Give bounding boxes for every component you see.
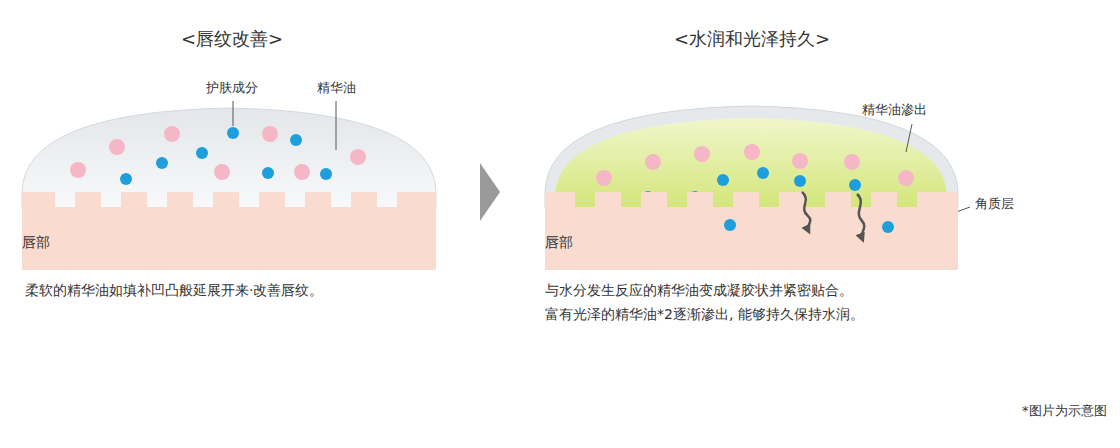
lip-shape (22, 192, 436, 270)
lip-fill (545, 192, 958, 270)
note-text: *图片为示意图 (1022, 403, 1107, 420)
caption-text: 与水分发生反应的精华油变成凝胶状并紧密贴合。 (545, 281, 853, 299)
lip-shape (545, 192, 958, 270)
leader-line (906, 124, 912, 152)
leader-line (336, 101, 337, 150)
band-label: 唇部 (22, 234, 50, 252)
lip-band: 唇部 (22, 192, 436, 270)
step-arrow (480, 163, 500, 221)
part-label: 角质层 (975, 196, 1014, 213)
part-label: 精华油渗出 (862, 102, 927, 119)
pink-dots (70, 126, 366, 180)
lip-band: 唇部 (545, 192, 958, 270)
panel-heading: <水润和光泽持久> (674, 27, 830, 50)
part-label: 护肤成分 (206, 80, 258, 97)
leader-line (233, 101, 234, 126)
part-label: 精华油 (317, 80, 356, 97)
caption-text: 柔软的精华油如填补凹凸般延展开来·改善唇纹。 (25, 281, 323, 299)
blue-dots (120, 127, 332, 185)
lip-fill (22, 192, 436, 270)
caption-text: 富有光泽的精华油*2逐渐渗出, 能够持久保持水润。 (545, 305, 864, 323)
band-label: 唇部 (545, 234, 573, 252)
pink-dots (596, 144, 914, 186)
panel-heading: <唇纹改善> (181, 27, 283, 50)
